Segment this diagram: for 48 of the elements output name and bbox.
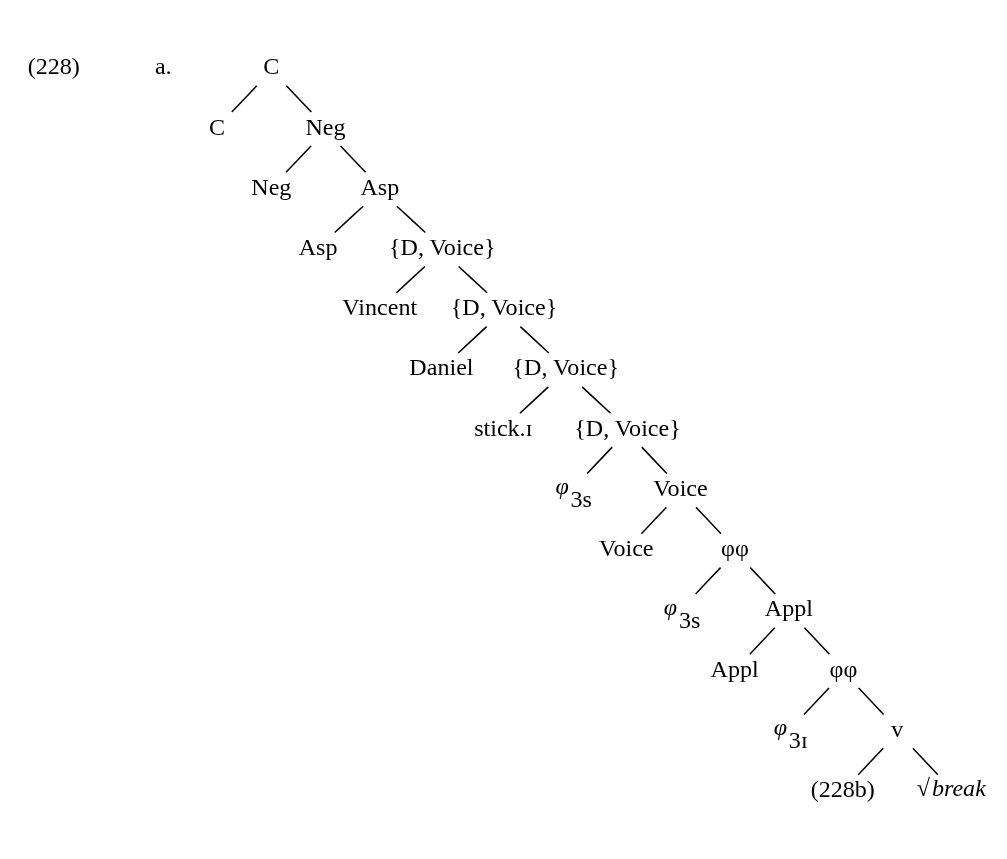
connector bbox=[395, 265, 426, 294]
connector bbox=[457, 325, 488, 354]
connector bbox=[803, 626, 831, 655]
connector bbox=[231, 84, 258, 113]
connector bbox=[695, 506, 722, 534]
connector bbox=[285, 84, 313, 113]
node-text: C bbox=[263, 52, 280, 79]
connector bbox=[396, 204, 427, 233]
connector bbox=[803, 686, 830, 715]
node-text: φφ bbox=[721, 534, 749, 561]
connector bbox=[519, 385, 550, 414]
node-text: (228b) bbox=[810, 775, 875, 802]
node-text: Appl bbox=[764, 594, 813, 621]
node-text: Appl bbox=[710, 655, 759, 682]
node-text: Asp bbox=[298, 233, 338, 260]
connector bbox=[333, 204, 364, 233]
node-text: {D, Voice} bbox=[512, 353, 620, 380]
connector bbox=[586, 445, 613, 474]
node-text: stick.ɪ bbox=[474, 414, 533, 441]
connector bbox=[641, 445, 668, 474]
connector bbox=[749, 566, 776, 595]
connector bbox=[519, 325, 550, 354]
node-text: Voice bbox=[599, 534, 654, 561]
node-text: φφ bbox=[829, 655, 858, 682]
node-text: {D, Voice} bbox=[450, 293, 558, 320]
node-text: Vincent bbox=[342, 293, 418, 320]
node-text: Neg bbox=[305, 113, 346, 140]
connector bbox=[285, 144, 312, 173]
connector bbox=[857, 747, 884, 775]
connector bbox=[640, 506, 668, 534]
node-text: Voice bbox=[653, 474, 708, 501]
connector bbox=[749, 626, 776, 655]
node-text: √break bbox=[916, 774, 986, 801]
node-text: Neg bbox=[251, 173, 292, 200]
connector bbox=[581, 385, 612, 414]
connector bbox=[457, 265, 488, 294]
node-text: {D, Voice} bbox=[389, 233, 496, 260]
connector bbox=[857, 686, 885, 715]
label: (228) bbox=[27, 52, 80, 79]
node-text: {D, Voice} bbox=[574, 414, 681, 441]
label: a. bbox=[154, 52, 172, 79]
connector bbox=[912, 747, 939, 775]
node-text: C bbox=[209, 113, 226, 140]
node-text: Daniel bbox=[409, 353, 474, 380]
connector bbox=[339, 144, 367, 173]
node-text: Asp bbox=[360, 173, 400, 200]
connector bbox=[694, 566, 722, 595]
node-text: v bbox=[891, 715, 904, 742]
